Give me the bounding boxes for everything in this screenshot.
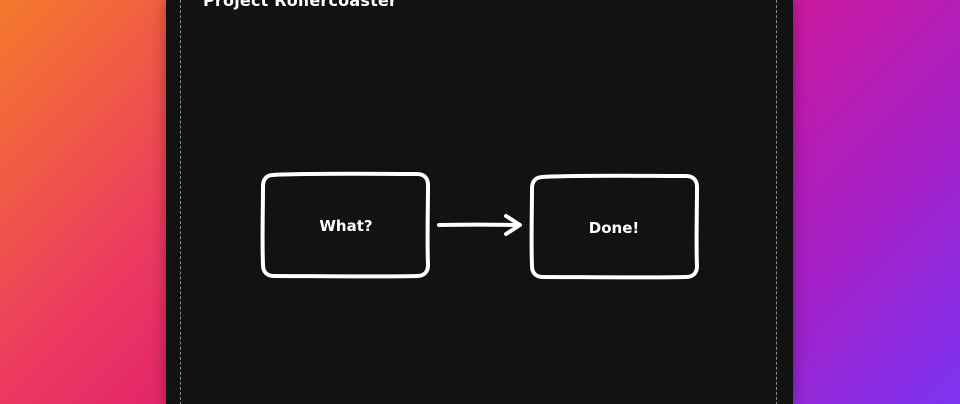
node-what[interactable]: What? (260, 171, 430, 279)
frame-border[interactable] (180, 0, 777, 404)
node-what-label: What? (319, 217, 372, 235)
canvas-panel: Project Rollercoaster What? Done! (166, 0, 793, 404)
node-done-box (529, 173, 699, 280)
frame-title[interactable]: Project Rollercoaster (203, 0, 398, 10)
node-done-label: Done! (589, 219, 639, 237)
node-done[interactable]: Done! (529, 173, 699, 280)
arrow-head (504, 214, 522, 236)
diagram-canvas: What? Done! (260, 171, 699, 280)
node-what-box (260, 171, 430, 279)
connector-arrow[interactable] (437, 214, 522, 236)
